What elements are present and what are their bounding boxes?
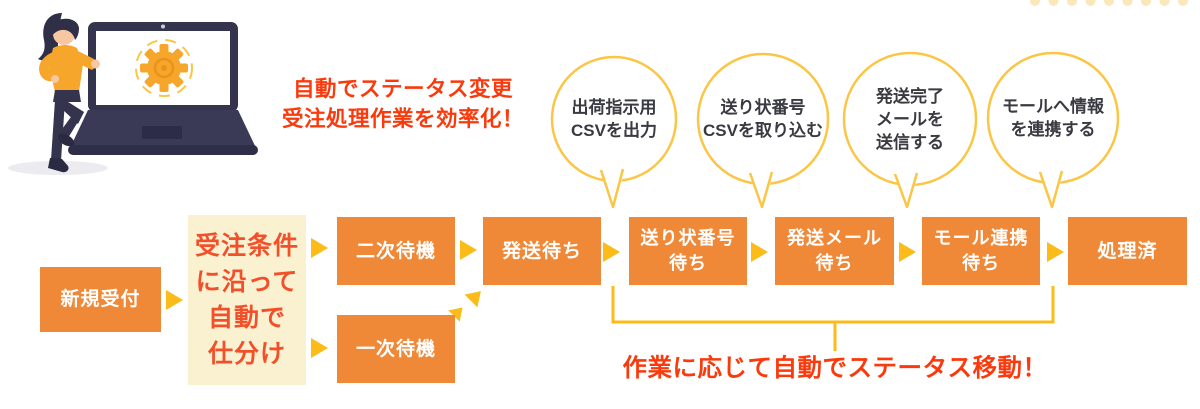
status-box-auto-sorting: 受注条件 に沿って 自動で 仕分け	[188, 215, 306, 385]
status-box-invoice-wait: 送り状番号 待ち	[629, 217, 747, 285]
status-box-secondary-wait: 二次待機	[337, 217, 455, 285]
webcam-dot-icon	[161, 24, 165, 29]
flow-arrow-mail-to-mall	[899, 242, 916, 262]
headline-text: 自動でステータス変更 受注処理作業を効率化！	[282, 77, 525, 131]
callout-bubble-tails	[599, 167, 1065, 209]
flow-arrow-sort-to-primary	[311, 338, 328, 358]
callout-label-import-csv: 送り状番号 CSVを取り込む	[703, 98, 823, 140]
status-box-primary-wait: 一次待機	[337, 315, 455, 383]
decorative-dots	[1030, 0, 1188, 6]
status-box-new-order: 新規受付	[40, 267, 161, 332]
person-illustration	[38, 13, 100, 173]
status-box-processed: 処理済	[1068, 217, 1187, 285]
status-box-mail-wait: 発送メール 待ち	[775, 217, 894, 285]
gear-icon	[135, 39, 193, 97]
laptop-illustration	[68, 22, 258, 155]
callout-label-link-mall: モールへ情報 を連携する	[1002, 97, 1104, 139]
flow-arrow-sort-to-secondary	[311, 238, 328, 258]
flow-arrow-mall-to-processed	[1047, 242, 1064, 262]
callout-bubble-outlines	[550, 51, 1120, 187]
status-box-shipping-wait: 発送待ち	[483, 217, 601, 285]
callout-label-export-csv: 出荷指示用 CSVを出力	[571, 98, 657, 140]
status-move-bracket	[611, 286, 1055, 351]
callout-label-send-mail: 発送完了 メールを 送信する	[876, 86, 944, 152]
flow-arrow-new-to-sort	[166, 290, 183, 310]
flow-arrow-shipping-to-invoice	[603, 242, 620, 262]
footnote-text: 作業に応じて自動でステータス移動！	[622, 355, 1048, 382]
flow-arrow-secondary-to-shipping	[460, 240, 477, 260]
flow-arrow-invoice-to-mail	[751, 242, 768, 262]
status-box-mall-wait: モール連携 待ち	[922, 217, 1040, 285]
diagonal-flow-arrows	[448, 291, 481, 322]
